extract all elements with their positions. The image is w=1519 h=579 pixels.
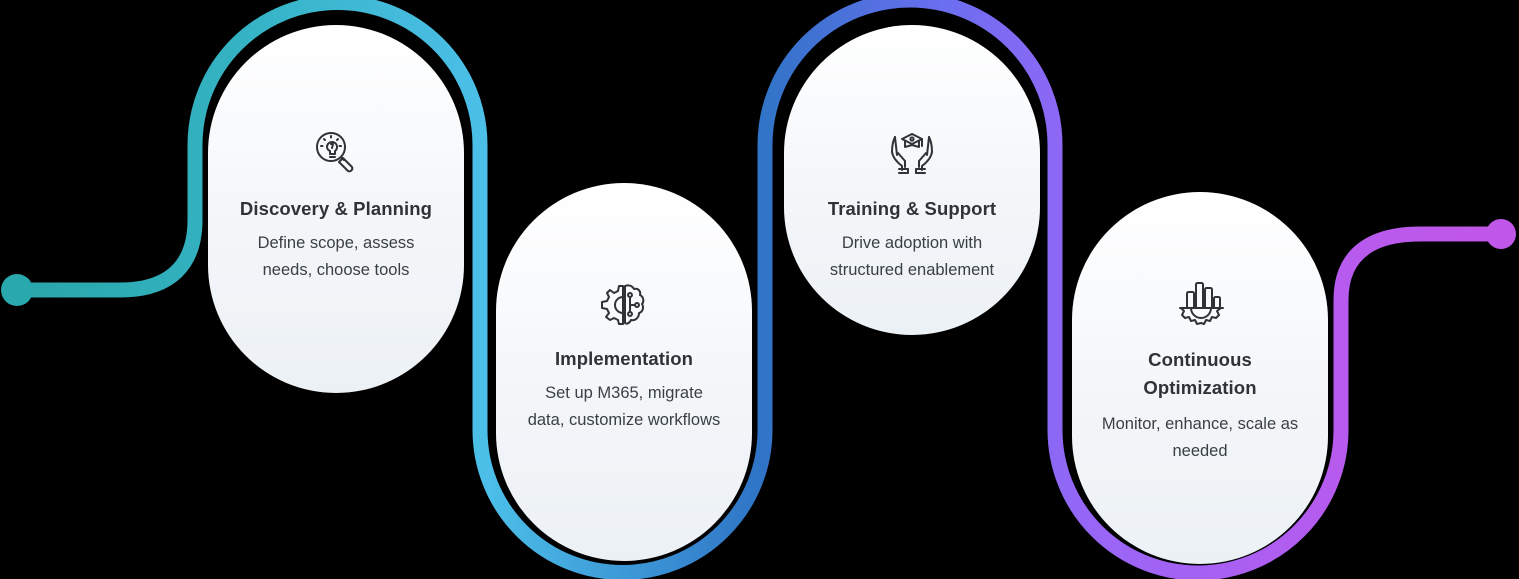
step-description: Define scope, assess needs, choose tools	[257, 234, 415, 279]
step-title: Continuous Optimization	[1143, 349, 1257, 398]
step-title: Implementation	[554, 348, 694, 369]
step-description: Drive adoption with structured enablemen…	[829, 234, 995, 279]
step-title: Discovery & Planning	[239, 198, 433, 219]
step-card-optimization: Continuous Optimization Monitor, enhance…	[1072, 192, 1328, 564]
step-description: Monitor, enhance, scale as needed	[1101, 415, 1299, 460]
timeline-curve	[9, 0, 1508, 579]
gear-brain-circuit-icon	[596, 277, 652, 333]
lightbulb-magnifier-icon	[308, 125, 364, 181]
gear-bar-chart-icon	[1172, 278, 1228, 334]
end-dot	[1486, 219, 1516, 249]
step-card-training: Training & Support Drive adoption with s…	[784, 25, 1040, 335]
step-title: Training & Support	[827, 198, 997, 219]
step-card-discovery: Discovery & Planning Define scope, asses…	[208, 25, 464, 393]
step-card-implementation: Implementation Set up M365, migrate data…	[496, 183, 752, 561]
start-dot	[1, 274, 33, 306]
hands-graduation-cap-icon	[884, 125, 940, 181]
step-description: Set up M365, migrate data, customize wor…	[527, 384, 721, 429]
